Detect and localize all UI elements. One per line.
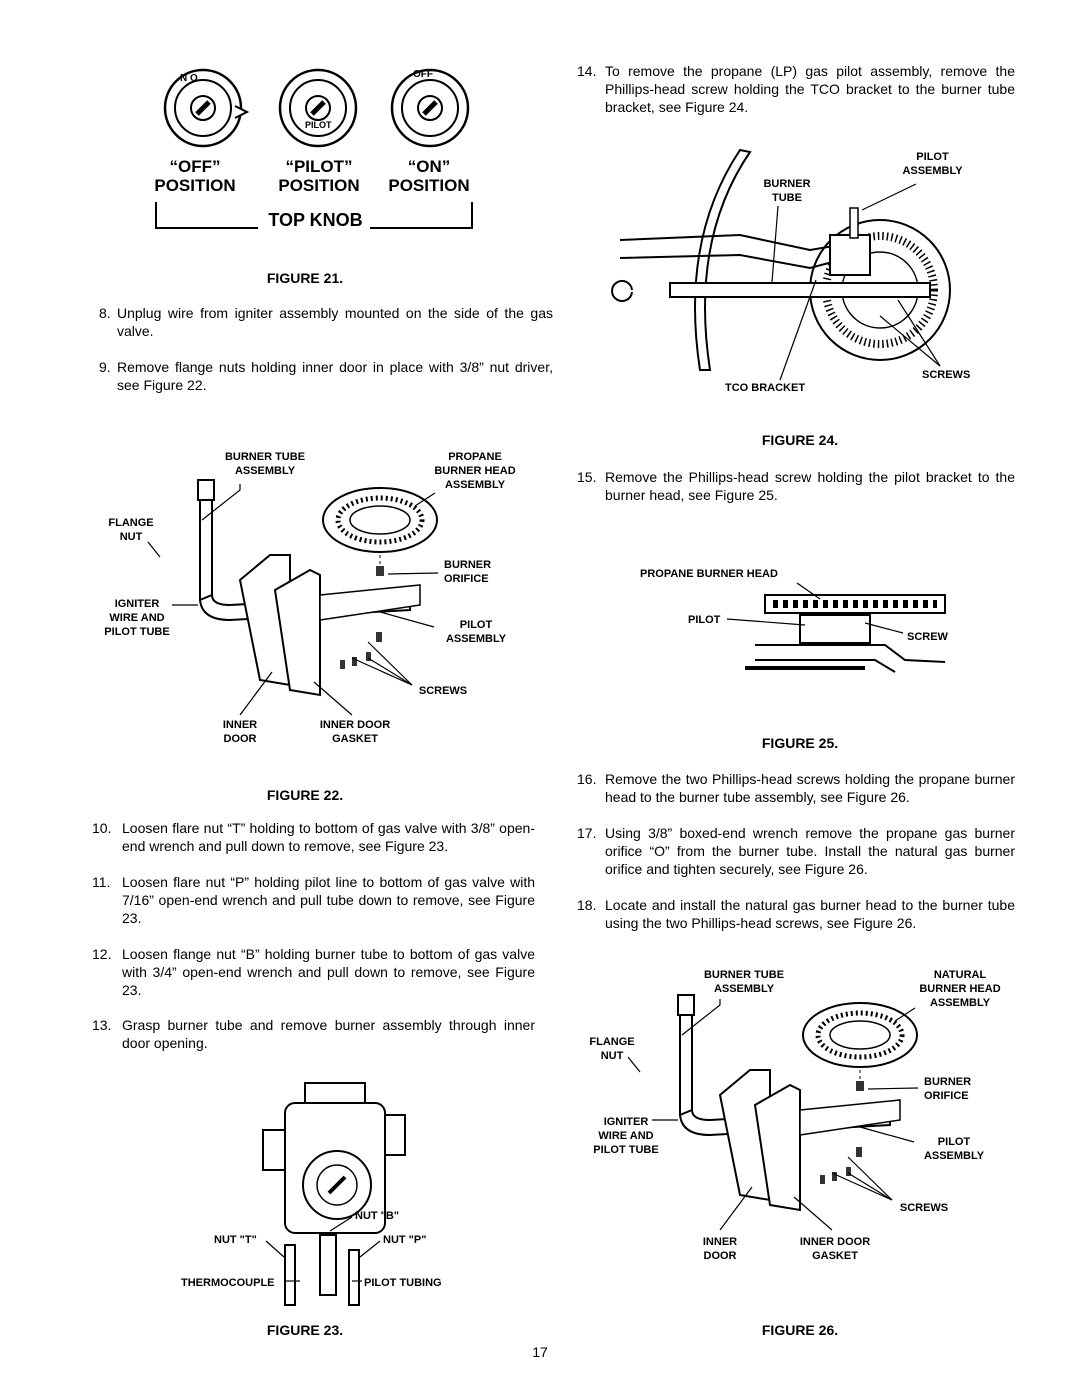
label-pilot-tubing: PILOT TUBING	[364, 1277, 442, 1289]
step-11: 11. Loosen flare nut “P” holding pilot l…	[92, 874, 535, 926]
page-number: 17	[532, 1344, 548, 1360]
burner-assembly-illustration	[180, 470, 500, 710]
label-pilot-assembly: PILOT ASSEMBLY	[445, 619, 507, 645]
label-screws: SCREWS	[922, 369, 971, 381]
knob-ring-text-off: OFF	[413, 69, 433, 80]
label-burner-tube: BURNER TUBE	[763, 178, 811, 204]
figure-22-leaders	[100, 440, 500, 760]
label-flange-nut: FLANGE NUT	[108, 517, 154, 543]
label-burner-orifice: BURNER ORIFICE	[924, 1076, 972, 1102]
step-13: 13. Grasp burner tube and remove burner …	[92, 1017, 535, 1051]
label-igniter-wire: IGNITER WIRE AND PILOT TUBE	[593, 1116, 659, 1156]
knob-caption-off: “OFF” POSITION	[154, 157, 236, 195]
label-pilot: PILOT	[688, 614, 721, 626]
step-9: 9. Remove flange nuts holding inner door…	[99, 359, 553, 393]
label-pilot-assembly: PILOT ASSEMBLY	[923, 1136, 985, 1162]
label-inner-door-gasket: INNER DOOR GASKET	[319, 719, 391, 745]
top-knob-bracket	[150, 200, 480, 240]
label-nut-t: NUT "T"	[214, 1234, 257, 1246]
step-14: 14. To remove the propane (LP) gas pilot…	[577, 63, 1015, 115]
figure-26-caption: FIGURE 26.	[761, 1322, 839, 1338]
label-inner-door: INNER DOOR	[702, 1236, 738, 1262]
label-nut-p: NUT "P"	[383, 1234, 427, 1246]
label-screw: SCREW	[907, 631, 948, 643]
label-burner-tube-assembly: BURNER TUBE ASSEMBLY	[224, 451, 306, 477]
label-burner-orifice: BURNER ORIFICE	[444, 559, 492, 585]
knob-pilot-illustration	[270, 62, 370, 162]
label-screws: SCREWS	[899, 1202, 949, 1214]
label-inner-door-gasket: INNER DOOR GASKET	[799, 1236, 871, 1262]
knob-off-illustration	[155, 62, 255, 162]
knob-ring-text-on: N O	[180, 73, 198, 84]
knob-ring-text-pilot: PILOT	[305, 120, 332, 130]
gas-valve-illustration	[255, 1075, 455, 1315]
label-propane-burner-head: PROPANE BURNER HEAD ASSEMBLY	[434, 451, 516, 491]
step-8: 8. Unplug wire from igniter assembly mou…	[99, 305, 553, 339]
step-10: 10. Loosen flare nut “T” holding to bott…	[92, 820, 535, 854]
figure-24-leaders	[600, 140, 980, 400]
step-18: 18. Locate and install the natural gas b…	[577, 897, 1015, 931]
step-15: 15. Remove the Phillips-head screw holdi…	[577, 469, 1015, 503]
label-propane-burner-head: PROPANE BURNER HEAD	[640, 568, 778, 580]
figure-25-caption: FIGURE 25.	[761, 735, 839, 751]
label-inner-door: INNER DOOR	[222, 719, 258, 745]
label-pilot-assembly: PILOT ASSEMBLY	[902, 151, 963, 177]
label-tco-bracket: TCO BRACKET	[725, 382, 806, 394]
figure-22-caption: FIGURE 22.	[266, 787, 344, 803]
natural-burner-assembly-illustration	[660, 985, 980, 1225]
figure-23-caption: FIGURE 23.	[266, 1322, 344, 1338]
figure-26-leaders	[580, 955, 980, 1275]
propane-burner-head-illustration	[745, 590, 965, 690]
label-natural-burner-head: NATURAL BURNER HEAD ASSEMBLY	[919, 969, 1001, 1009]
label-thermocouple: THERMOCOUPLE	[181, 1277, 275, 1289]
knob-caption-pilot: “PILOT” POSITION	[278, 157, 360, 195]
figure-25-leaders	[725, 575, 945, 655]
label-igniter-wire: IGNITER WIRE AND PILOT TUBE	[104, 598, 170, 638]
figure-21-caption: FIGURE 21.	[266, 270, 344, 286]
label-flange-nut: FLANGE NUT	[589, 1036, 635, 1062]
knob-on-illustration	[382, 62, 482, 162]
label-burner-tube-assembly: BURNER TUBE ASSEMBLY	[703, 969, 785, 995]
top-knob-label: TOP KNOB	[268, 210, 363, 230]
label-nut-b: NUT "B"	[355, 1210, 400, 1222]
label-screws: SCREWS	[418, 685, 468, 697]
pilot-burner-tube-illustration	[610, 140, 970, 380]
figure-23-leaders	[180, 1205, 480, 1305]
step-17: 17. Using 3/8” boxed-end wrench remove t…	[577, 825, 1015, 877]
step-12: 12. Loosen flange nut “B” holding burner…	[92, 946, 535, 998]
step-16: 16. Remove the two Phillips-head screws …	[577, 771, 1015, 805]
figure-24-caption: FIGURE 24.	[761, 432, 839, 448]
knob-caption-on: “ON” POSITION	[388, 157, 470, 195]
